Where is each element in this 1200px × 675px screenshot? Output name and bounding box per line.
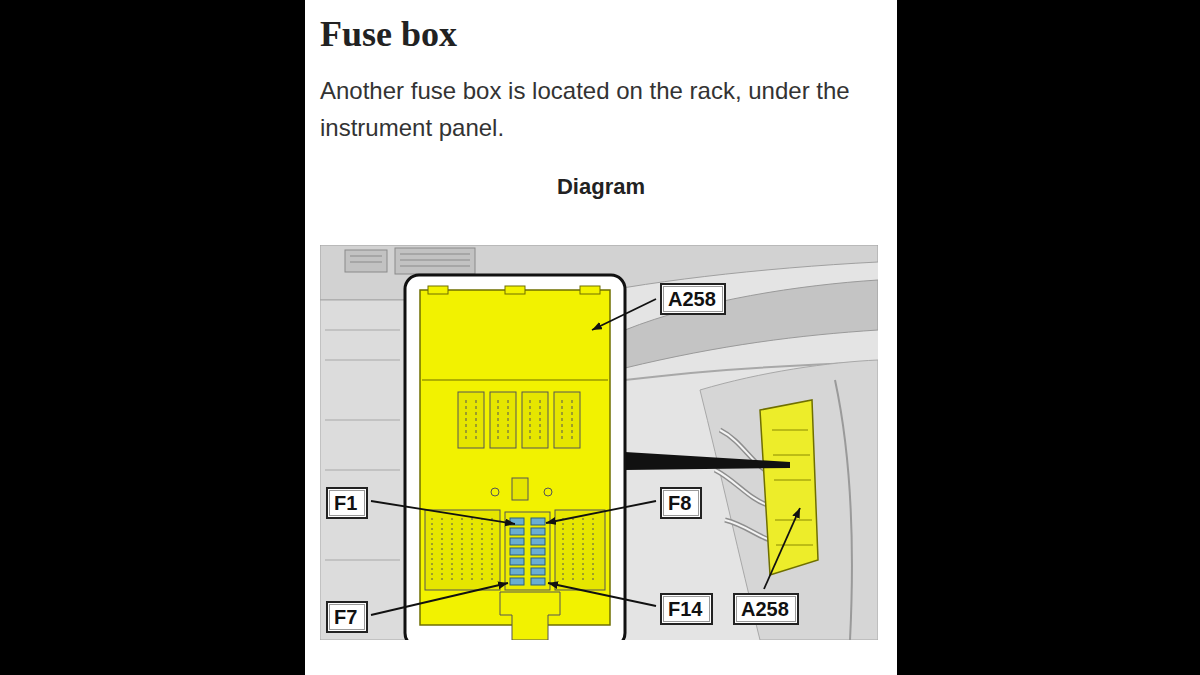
fuse: [510, 538, 524, 545]
leader-line: [764, 508, 800, 589]
callout-box: A258: [660, 283, 726, 315]
mount-tab: [580, 286, 600, 294]
connector-socket: [522, 392, 548, 448]
callout-wedge: [625, 452, 790, 470]
fuse: [531, 548, 545, 555]
leader-line: [371, 501, 515, 524]
callout-box: F8: [660, 487, 702, 519]
callout-label: F14: [668, 597, 705, 621]
fuse: [531, 518, 545, 525]
air-vent: [345, 250, 387, 272]
center-console: [320, 300, 405, 640]
callout-label: A258: [741, 597, 791, 621]
callout-box: F1: [326, 487, 368, 519]
console-lines: [325, 330, 400, 560]
connector-socket: [458, 392, 484, 448]
fuse: [531, 528, 545, 535]
trim-line: [835, 380, 852, 640]
callout-box: A258: [733, 593, 799, 625]
interior-view: [320, 245, 878, 640]
bottom-plug: [500, 592, 560, 640]
body-text: Another fuse box is located on the rack,…: [320, 72, 892, 146]
leader-line: [592, 299, 656, 330]
fuse-row: [510, 518, 545, 585]
callout-label: F7: [334, 605, 360, 629]
fuse-box-in-place: [760, 400, 818, 575]
fuse-box-module: [420, 290, 610, 625]
fuse: [510, 528, 524, 535]
fuse: [531, 568, 545, 575]
section-heading: Diagram: [305, 172, 897, 202]
leader-line: [548, 583, 656, 606]
vent-slats: [350, 254, 470, 266]
fuse: [510, 558, 524, 565]
fuse: [510, 568, 524, 575]
fuse: [531, 558, 545, 565]
dashboard-panel: [625, 280, 878, 368]
callout-label: A258: [668, 287, 718, 311]
screw: [491, 488, 499, 496]
relay-tab: [512, 478, 528, 500]
screw: [544, 488, 552, 496]
fuse: [510, 578, 524, 585]
connector-socket: [490, 392, 516, 448]
fuse: [510, 548, 524, 555]
connector-socket: [554, 392, 580, 448]
page-title: Fuse box: [320, 12, 457, 56]
leader-line: [371, 583, 508, 615]
air-vent: [395, 248, 475, 274]
socket-pins: [466, 400, 572, 440]
leader-line: [546, 501, 656, 523]
mount-tab: [505, 286, 525, 294]
fuse: [531, 538, 545, 545]
mount-tab: [428, 286, 448, 294]
fuse: [531, 578, 545, 585]
connector-pins: [432, 518, 593, 582]
fuse-box-detail: [772, 430, 813, 545]
footwell: [700, 360, 878, 640]
callout-label: F8: [668, 491, 694, 515]
callout-box: F7: [326, 601, 368, 633]
callout-box: F14: [660, 593, 713, 625]
leader-lines: [371, 299, 800, 615]
cover-seam: [422, 380, 608, 381]
callout-label: F1: [334, 491, 360, 515]
